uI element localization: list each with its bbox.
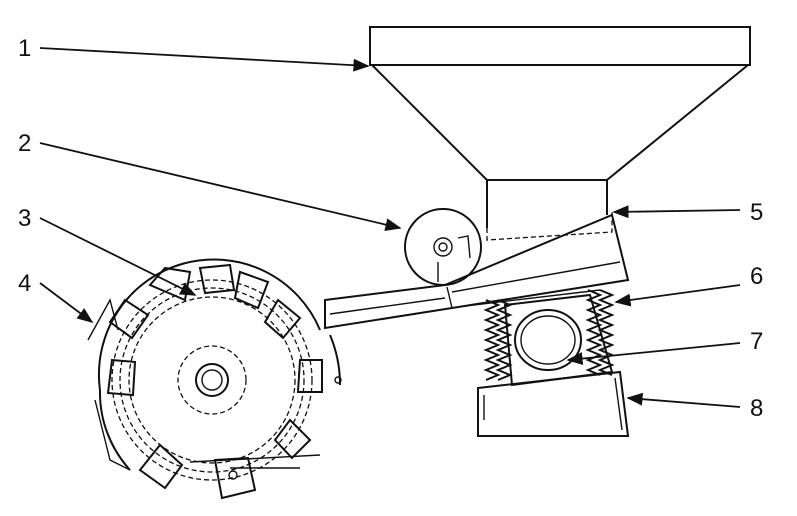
callout-3: 3	[18, 205, 31, 232]
slotted-drum	[87, 258, 342, 500]
leader-8	[626, 392, 741, 408]
metering-roller	[404, 208, 482, 286]
callout-1: 1	[18, 35, 31, 62]
hopper	[369, 26, 751, 241]
vibrator-motor	[503, 293, 614, 387]
leader-4	[39, 282, 94, 323]
leader-7	[566, 342, 741, 366]
base-block	[477, 370, 630, 437]
leader-1	[39, 47, 370, 72]
leader-lines	[39, 47, 741, 408]
callout-4: 4	[18, 270, 31, 297]
callout-5: 5	[750, 199, 763, 226]
leader-3	[39, 217, 197, 296]
callout-6: 6	[750, 263, 763, 290]
feed-tray	[324, 213, 630, 330]
callout-7: 7	[750, 328, 763, 355]
callout-numbers: 1 2 3 4 5 6 7 8	[18, 35, 763, 422]
leader-5	[612, 205, 741, 219]
leader-6	[614, 284, 741, 307]
callout-8: 8	[750, 395, 763, 422]
leader-2	[39, 142, 402, 231]
callout-2: 2	[18, 130, 31, 157]
